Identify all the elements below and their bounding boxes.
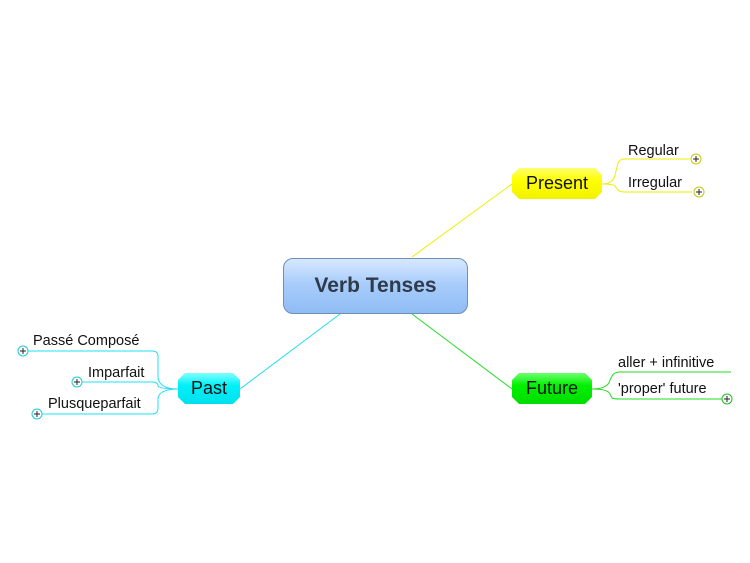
connector-future — [411, 313, 513, 390]
plus-circle-icon[interactable] — [693, 186, 705, 198]
topic-past[interactable]: Past — [178, 373, 240, 404]
plus-circle-icon[interactable] — [31, 408, 43, 420]
central-topic[interactable]: Verb Tenses — [283, 258, 468, 314]
present-subtopic-connectors — [601, 158, 692, 193]
topic-future[interactable]: Future — [512, 373, 592, 404]
past-subtopic-connectors — [28, 350, 179, 415]
plus-circle-icon[interactable] — [17, 345, 29, 357]
subtopic-proper-future[interactable]: 'proper' future — [618, 381, 707, 397]
plus-circle-icon[interactable] — [690, 153, 702, 165]
connector-past — [239, 313, 341, 390]
plus-circle-icon[interactable] — [721, 393, 733, 405]
subtopic-imparfait[interactable]: Imparfait — [88, 365, 145, 381]
subtopic-regular[interactable]: Regular — [628, 143, 679, 159]
subtopic-plusqueparfait[interactable]: Plusqueparfait — [48, 396, 141, 412]
subtopic-irregular[interactable]: Irregular — [628, 175, 682, 191]
subtopic-aller-infinitive[interactable]: aller + infinitive — [618, 355, 715, 371]
topic-present[interactable]: Present — [512, 168, 602, 199]
connector-present — [411, 183, 513, 258]
subtopic-passe-compose[interactable]: Passé Composé — [33, 333, 140, 349]
plus-circle-icon[interactable] — [71, 376, 83, 388]
future-subtopic-connectors — [591, 371, 731, 400]
